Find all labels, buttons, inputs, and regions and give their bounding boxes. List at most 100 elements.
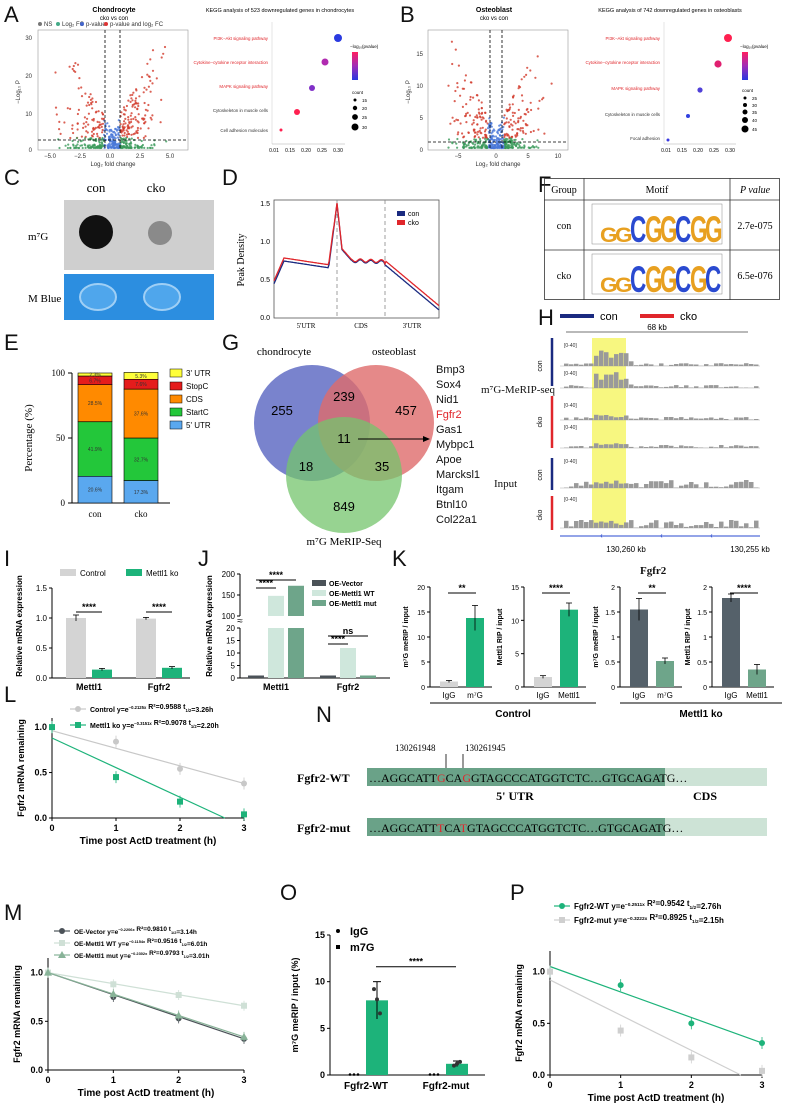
- sig-mark: ****: [409, 957, 424, 967]
- volcano-point: [162, 52, 165, 55]
- fit-line-L: [51, 730, 245, 785]
- xcat-i: Mettl1: [76, 682, 102, 692]
- volcano-point: [511, 103, 514, 106]
- coverage-bar: [694, 364, 699, 366]
- volcano-point: [114, 134, 117, 137]
- volcano-point: [115, 128, 119, 131]
- coverage-bar: [624, 444, 629, 448]
- volcano-point: [468, 114, 472, 117]
- volcano-point: [464, 74, 467, 77]
- coverage-bar: [654, 520, 659, 528]
- coverage-bar: [609, 416, 614, 420]
- coverage-bar: [644, 417, 649, 420]
- coverage-bar: [594, 522, 599, 528]
- bar-k: [748, 669, 766, 687]
- volcano-point: [532, 129, 535, 133]
- xtick-M: 1: [111, 1075, 116, 1085]
- xlabel-M: Time post ActD treatment (h): [78, 1088, 215, 1099]
- legend-label-o: IgG: [350, 926, 368, 938]
- volcano-point: [507, 108, 510, 112]
- panel-f: Group Motif P value con cko 2.7e-075 6.5…: [544, 178, 780, 300]
- ytick-k: 0.5: [697, 660, 707, 667]
- volcano-point: [453, 100, 456, 103]
- volcano-point: [68, 65, 71, 68]
- volcano-point: [89, 93, 92, 96]
- volcano-point: [76, 128, 79, 131]
- volcano-point: [144, 135, 147, 138]
- svg-text:10: 10: [25, 112, 32, 118]
- pathway-a-4: Cytoskeleton in muscle cells: [213, 108, 269, 113]
- ytick-o: 5: [320, 1023, 325, 1033]
- volcano-point: [509, 118, 512, 121]
- volcano-point: [481, 136, 485, 139]
- coverage-bar: [689, 387, 694, 388]
- svg-text:Log₂ FC: Log₂ FC: [62, 22, 85, 28]
- xlabel-P: Time post ActD treatment (h): [588, 1093, 725, 1104]
- coverage-bar: [589, 484, 594, 488]
- volcano-point: [76, 112, 79, 116]
- coverage-bar: [724, 486, 729, 488]
- volcano-point: [477, 145, 480, 148]
- motif-letter: G: [645, 258, 662, 300]
- volcano-point: [92, 117, 95, 121]
- sig-mark: ****: [259, 578, 274, 588]
- coverage-bar: [739, 417, 744, 420]
- volcano-point: [129, 100, 132, 103]
- legend-cko-h: cko: [680, 311, 697, 323]
- volcano-point: [499, 127, 502, 130]
- volcano-point: [149, 58, 152, 61]
- svg-text:1.0: 1.0: [260, 239, 270, 246]
- volcano-point: [456, 146, 459, 149]
- legend-swatch: [169, 381, 183, 391]
- gene-name: Apoe: [436, 454, 462, 466]
- volcano-point: [537, 128, 540, 131]
- coverage-bar: [709, 446, 714, 448]
- coverage-bar: [584, 522, 589, 528]
- coverage-bar: [694, 386, 699, 388]
- xcat-k: IgG: [537, 691, 550, 700]
- volcano-point: [515, 144, 518, 147]
- volcano-point: [465, 103, 468, 106]
- volcano-point: [476, 116, 479, 119]
- legend-text-M: OE-Mettl1 mut y=e−0.2302x R²=0.9793 t1/2…: [74, 950, 209, 960]
- ytick-j: 20: [226, 624, 235, 633]
- gene-name: Mybpc1: [436, 439, 475, 451]
- volcano-point: [505, 121, 508, 124]
- volcano-point: [461, 132, 464, 135]
- coverage-bar: [609, 520, 614, 528]
- volcano-point: [519, 127, 522, 130]
- panel-n: 130261948 130261945 Fgfr2-WT …AGGCATTGCA…: [297, 743, 767, 836]
- volcano-point: [137, 102, 140, 105]
- coverage-bar: [624, 483, 629, 488]
- pathway-a-2: Cytokine−cytokine receptor interaction: [193, 60, 268, 65]
- e-ylabel: Percentage (%): [23, 404, 35, 472]
- svg-text:100: 100: [52, 368, 66, 378]
- volcano-point: [135, 88, 138, 91]
- volcano-point: [121, 134, 124, 137]
- svg-text:Group: Group: [551, 185, 577, 196]
- volcano-point: [143, 86, 146, 89]
- svg-text:30: 30: [25, 36, 32, 42]
- legend-cko-d: cko: [408, 220, 419, 227]
- volcano-point: [124, 117, 127, 120]
- volcano-point: [483, 137, 487, 140]
- dot-con-m7g: [79, 215, 113, 249]
- coverage-bar: [734, 386, 739, 388]
- coverage-bar: [689, 482, 694, 488]
- coverage-bar: [574, 521, 579, 528]
- volcano-point: [510, 123, 513, 126]
- ytick-k: 10: [417, 635, 425, 642]
- volcano-point: [515, 143, 518, 146]
- volcano-point: [163, 45, 167, 49]
- coverage-bar: [734, 482, 739, 488]
- xcat-k: IgG: [443, 691, 456, 700]
- volcano-point: [119, 137, 123, 140]
- legend-swatch-j: [312, 580, 326, 586]
- volcano-point: [123, 131, 126, 135]
- volcano-point: [140, 139, 143, 143]
- volcano-point: [511, 111, 514, 114]
- volcano-point: [459, 122, 462, 125]
- volcano-point: [131, 99, 134, 102]
- volcano-ylabel-b: −Log₁₀ P: [406, 80, 412, 104]
